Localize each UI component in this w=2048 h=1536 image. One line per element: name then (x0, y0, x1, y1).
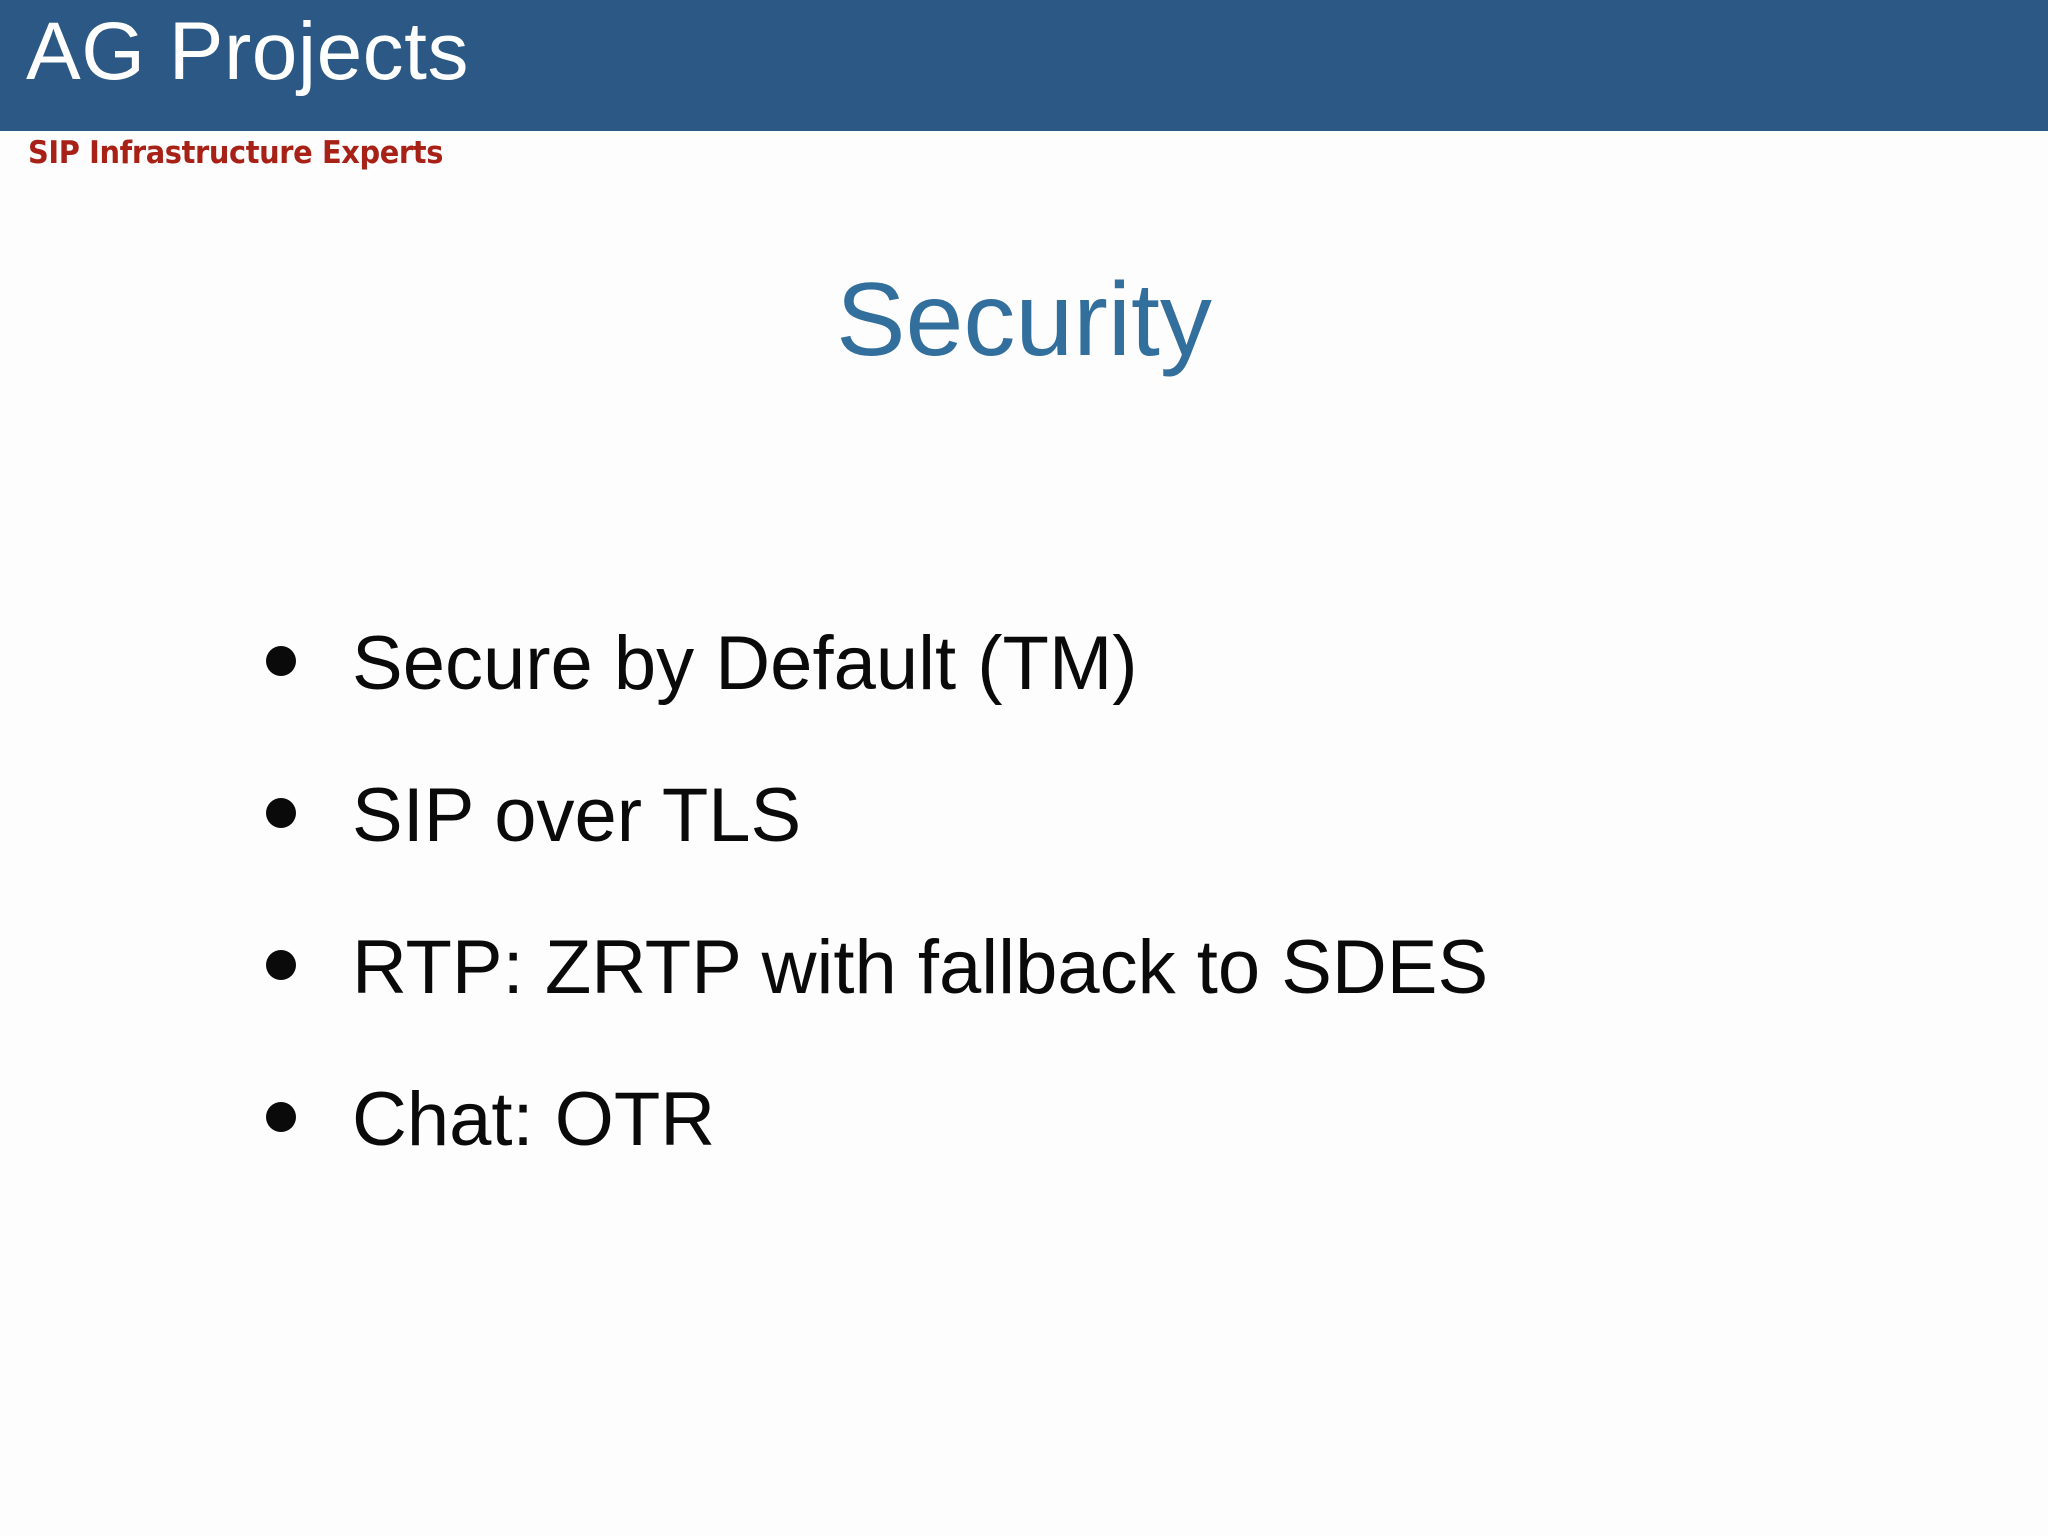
list-item: Secure by Default (TM) (266, 626, 1966, 778)
list-item-label: Chat: OTR (352, 1077, 716, 1162)
slide-title: Security (836, 262, 1212, 378)
list-item-label: SIP over TLS (352, 773, 802, 858)
bullet-dot-icon (266, 646, 296, 676)
list-item: SIP over TLS (266, 778, 1966, 930)
list-item-label: Secure by Default (TM) (352, 621, 1138, 706)
bullet-dot-icon (266, 798, 296, 828)
brand-title: AG Projects (26, 6, 469, 97)
list-item: Chat: OTR (266, 1082, 1966, 1234)
bullet-list: Secure by Default (TM) SIP over TLS RTP:… (266, 626, 1966, 1234)
list-item: RTP: ZRTP with fallback to SDES (266, 930, 1966, 1082)
list-item-label: RTP: ZRTP with fallback to SDES (352, 925, 1489, 1010)
header-band (0, 0, 2048, 131)
bullet-dot-icon (266, 1102, 296, 1132)
bullet-dot-icon (266, 950, 296, 980)
brand-tagline: SIP Infrastructure Experts (28, 135, 443, 171)
